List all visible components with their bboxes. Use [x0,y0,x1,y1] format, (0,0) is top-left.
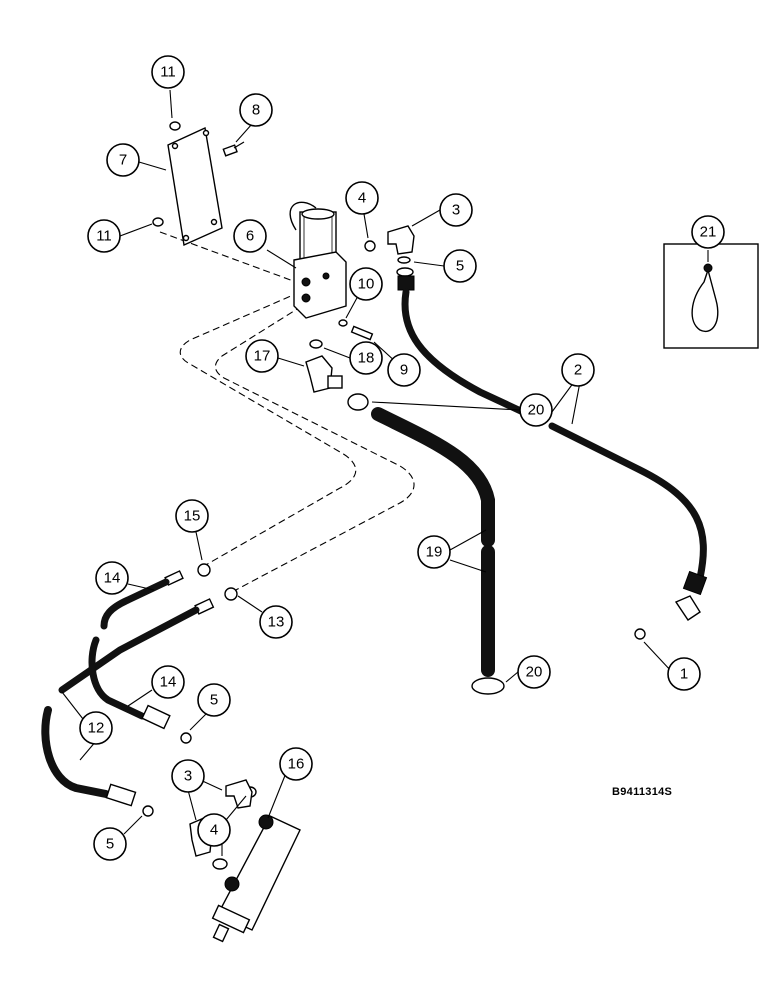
callout-label: 20 [526,664,543,681]
callout-label: 18 [358,350,375,367]
valve-hardware [338,319,374,341]
callout-label: 19 [426,544,443,561]
callout-5-top: 5 [443,249,477,283]
callout-14-lower: 14 [151,665,185,699]
callout-label: 3 [452,202,460,219]
callout-label: 9 [400,362,408,379]
callout-11-lower: 11 [87,219,121,253]
callout-label: 21 [700,224,717,241]
callout-16: 16 [279,747,313,781]
elbow-17 [305,339,343,393]
hose-2 [401,288,708,621]
callout-label: 16 [288,756,305,773]
callout-label: 13 [268,614,285,631]
callout-9: 9 [387,353,421,387]
callout-12: 12 [79,711,113,745]
callout-label: 17 [254,348,271,365]
callout-label: 8 [252,102,260,119]
hose-19-assembly [347,393,505,695]
callout-label: 4 [210,822,218,839]
callout-20-bottom: 20 [517,655,551,689]
callout-5-bottom: 5 [93,827,127,861]
callout-1: 1 [667,657,701,691]
callout-5-middle: 5 [197,683,231,717]
callout-13: 13 [259,605,293,639]
callout-14-top: 14 [95,561,129,595]
callout-3-bottom: 3 [171,759,205,793]
callout-label: 14 [104,570,121,587]
lower-hoses [41,570,215,807]
callout-label: 1 [680,666,688,683]
solenoid-valve [289,201,347,319]
top-fittings [364,225,415,291]
callout-label: 5 [106,836,114,853]
callout-17: 17 [245,339,279,373]
callout-label: 6 [246,228,254,245]
mounting-plate [167,126,223,247]
callout-label: 2 [574,362,582,379]
callout-10: 10 [349,267,383,301]
callout-20-top: 20 [519,393,553,427]
callout-4-top: 4 [345,181,379,215]
callout-label: 3 [184,768,192,785]
callout-19: 19 [417,535,451,569]
callout-2: 2 [561,353,595,387]
callout-11-top: 11 [151,55,185,89]
callout-label: 20 [528,402,545,419]
callout-3-top: 3 [439,193,473,227]
callout-label: 7 [119,152,127,169]
callouts: 11 8 7 11 6 4 3 5 [79,55,725,861]
callout-label: 14 [160,674,177,691]
callout-label: 5 [210,692,218,709]
callout-label: 5 [456,258,464,275]
leader-lines [61,89,709,856]
plate-hardware [152,121,245,227]
callout-label: 4 [358,190,366,207]
inset-box-21 [663,243,759,349]
callout-label: 11 [96,228,112,245]
callout-21: 21 [691,215,725,249]
callout-label: 11 [160,64,176,81]
callout-6: 6 [233,219,267,253]
callout-4-bottom: 4 [197,813,231,847]
callout-18: 18 [349,341,383,375]
callout-15: 15 [175,499,209,533]
cylinder-16 [211,814,301,943]
drawing-code: B9411314S [612,786,673,798]
o-ring-1 [634,628,646,640]
callout-7: 7 [106,143,140,177]
callout-8: 8 [239,93,273,127]
callout-label: 10 [358,276,375,293]
callout-label: 15 [184,508,201,525]
callout-label: 12 [88,720,105,737]
